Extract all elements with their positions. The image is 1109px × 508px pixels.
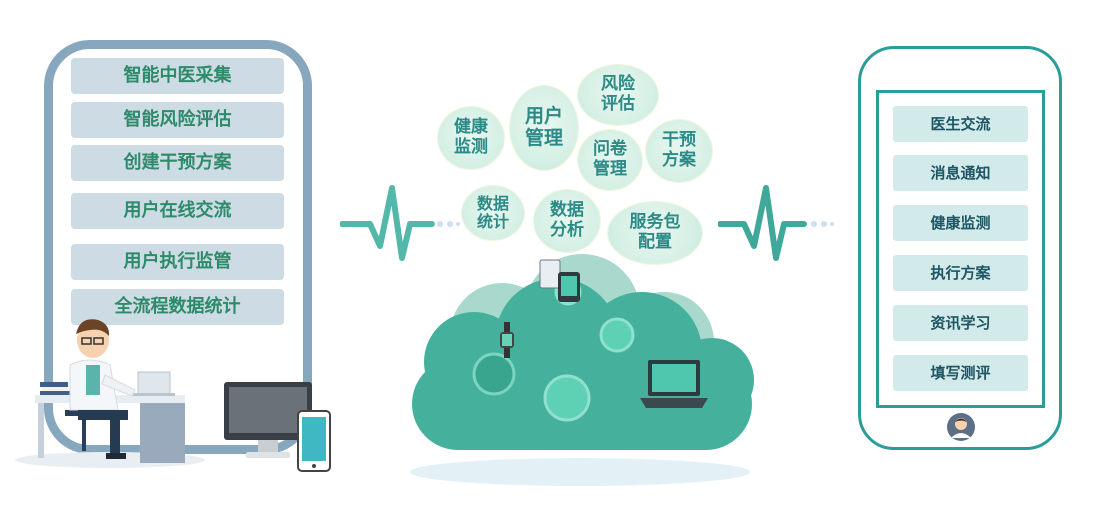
phone-screen [876, 90, 1045, 408]
bubble-questionnaire-management[interactable]: 问卷 管理 [578, 130, 642, 190]
bubble-service-package-config[interactable]: 服务包 配置 [608, 202, 702, 264]
right-item-health-monitoring[interactable]: 健康监测 [893, 205, 1028, 241]
bubble-data-statistics[interactable]: 数据 统计 [462, 186, 524, 240]
left-item-data-statistics[interactable]: 全流程数据统计 [71, 289, 284, 325]
bubble-risk-assessment[interactable]: 风险 评估 [578, 65, 658, 125]
pulse-wave-icon [718, 185, 834, 261]
left-item-tcm-collection[interactable]: 智能中医采集 [71, 58, 284, 94]
desktop-monitor-icon [224, 382, 312, 458]
bubble-data-analysis[interactable]: 数据 分析 [534, 190, 600, 252]
right-item-doctor-communication[interactable]: 医生交流 [893, 106, 1028, 142]
laptop-icon [640, 360, 708, 408]
left-item-intervention-plan[interactable]: 创建干预方案 [71, 145, 284, 181]
user-avatar-icon[interactable] [946, 412, 976, 442]
right-item-message-notification[interactable]: 消息通知 [893, 155, 1028, 191]
pulse-wave-icon [340, 185, 460, 261]
bubble-user-management[interactable]: 用户 管理 [510, 86, 578, 170]
smartphone-icon [297, 410, 331, 472]
bubble-intervention-plan[interactable]: 干预 方案 [646, 120, 712, 182]
right-item-fill-assessment[interactable]: 填写测评 [893, 355, 1028, 391]
right-item-news-learning[interactable]: 资讯学习 [893, 305, 1028, 341]
smartwatch-icon [500, 322, 514, 358]
doctor-illustration [15, 319, 205, 468]
left-item-risk-assessment[interactable]: 智能风险评估 [71, 102, 284, 138]
left-item-online-communication[interactable]: 用户在线交流 [71, 193, 284, 229]
tablet-icon [539, 259, 580, 302]
bubble-health-monitoring[interactable]: 健康 监测 [438, 107, 504, 169]
right-item-execution-plan[interactable]: 执行方案 [893, 255, 1028, 291]
left-item-execution-supervision[interactable]: 用户执行监管 [71, 244, 284, 280]
